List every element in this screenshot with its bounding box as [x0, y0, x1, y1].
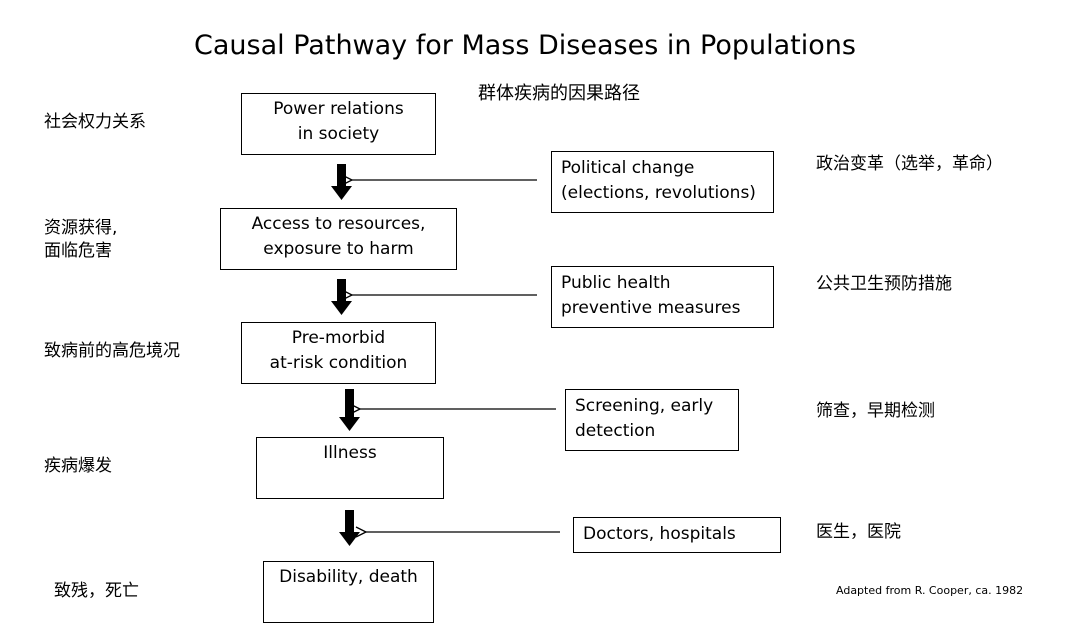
stage-label-cn-line: 资源获得, — [44, 218, 118, 238]
down-arrow-3 — [339, 389, 360, 431]
stage-label-cn-line: 致病前的高危境况 — [44, 341, 180, 361]
intervention-box-line: Screening, early — [575, 396, 714, 416]
stage-box-power-relations: Power relations in society — [241, 93, 436, 155]
stage-label-cn-access: 资源获得, 面临危害 — [44, 217, 117, 263]
stage-box-line: at-risk condition — [269, 353, 408, 373]
intervention-box-public-health: Public health preventive measures — [551, 266, 774, 328]
diagram-title: Causal Pathway for Mass Diseases in Popu… — [194, 30, 856, 61]
intervention-box-line: (elections, revolutions) — [561, 183, 756, 203]
stage-box-line: Power relations — [273, 99, 404, 119]
stage-box-access-resources: Access to resources, exposure to harm — [220, 208, 457, 270]
intervention-box-line: preventive measures — [561, 298, 741, 318]
intervention-label-cn-screening: 筛查，早期检测 — [816, 401, 935, 421]
stage-label-cn-premorbid: 致病前的高危境况 — [44, 340, 180, 363]
stage-box-line: Illness — [323, 443, 377, 463]
stage-box-line: exposure to harm — [263, 239, 414, 259]
diagram-subtitle-cn: 群体疾病的因果路径 — [478, 83, 640, 104]
stage-box-line: Pre-morbid — [291, 328, 386, 348]
stage-box-premorbid: Pre-morbid at-risk condition — [241, 322, 436, 384]
intervention-label-cn-public-health: 公共卫生预防措施 — [816, 274, 952, 294]
stage-label-cn-line: 社会权力关系 — [44, 112, 146, 132]
stage-label-cn-line: 疾病爆发 — [44, 456, 112, 476]
down-arrow-2 — [331, 279, 352, 315]
down-arrow-4 — [339, 510, 360, 546]
stage-box-illness: Illness — [256, 437, 444, 499]
intervention-label-cn-doctors: 医生，医院 — [816, 522, 901, 542]
stage-label-cn-line: 致残，死亡 — [54, 581, 139, 601]
intervention-box-screening: Screening, early detection — [565, 389, 739, 451]
down-arrow-1 — [331, 164, 352, 200]
intervention-box-line: Political change — [561, 158, 695, 178]
stage-box-disability-death: Disability, death — [263, 561, 434, 623]
stage-label-cn-power: 社会权力关系 — [44, 111, 146, 134]
intervention-box-political-change: Political change (elections, revolutions… — [551, 151, 774, 213]
intervention-label-cn-political: 政治变革（选举，革命） — [816, 154, 1003, 174]
stage-box-line: Access to resources, — [251, 214, 426, 234]
stage-label-cn-line: 面临危害 — [44, 241, 112, 261]
intervention-box-line: Public health — [561, 273, 671, 293]
intervention-box-line: detection — [575, 421, 656, 441]
source-credit: Adapted from R. Cooper, ca. 1982 — [836, 584, 1024, 597]
intervention-box-line: Doctors, hospitals — [583, 524, 736, 544]
intervention-box-doctors-hospitals: Doctors, hospitals — [573, 517, 781, 553]
stage-label-cn-disability: 致残，死亡 — [54, 580, 139, 603]
stage-label-cn-illness: 疾病爆发 — [44, 455, 112, 478]
stage-box-line: in society — [297, 124, 380, 144]
stage-box-line: Disability, death — [279, 567, 418, 587]
